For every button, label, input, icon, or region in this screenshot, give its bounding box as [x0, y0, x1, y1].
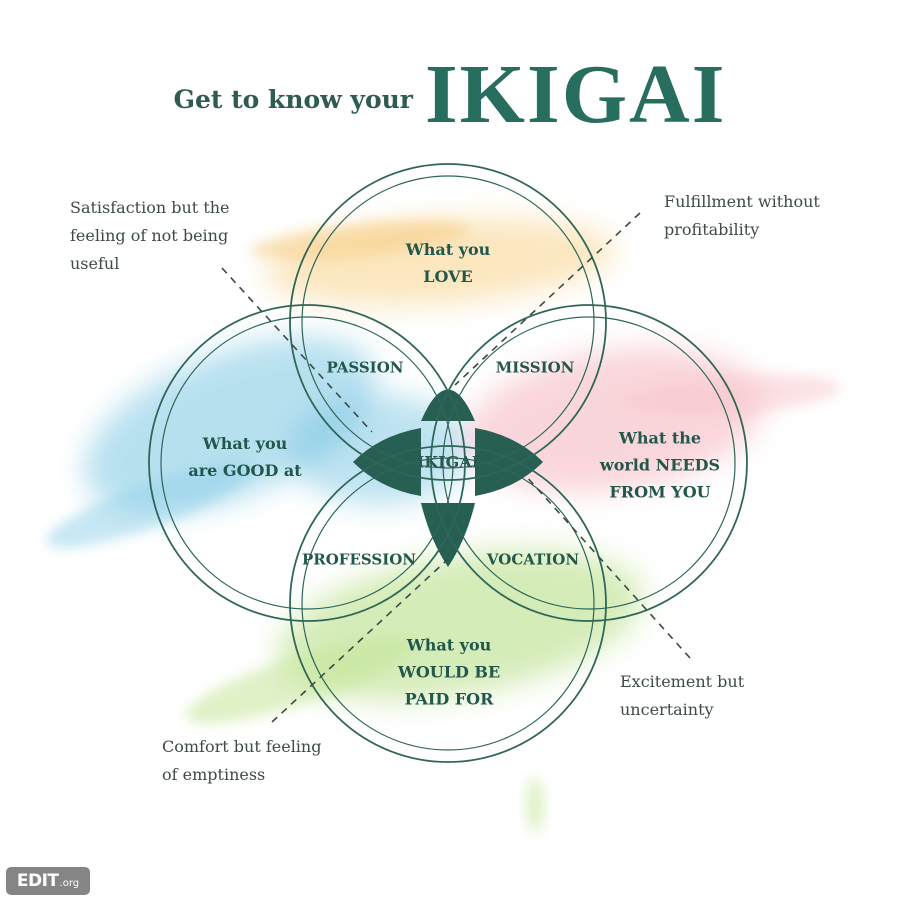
pointer-bottom-left [271, 559, 448, 723]
pointer-lines [221, 212, 691, 723]
paid-wash-streak [185, 636, 415, 724]
venn-circles [148, 163, 748, 763]
circle-paid [289, 445, 607, 763]
petal-left [353, 428, 421, 496]
edit-org-logo[interactable]: EDIT.org [6, 867, 90, 895]
title-main: IKIGAI [424, 48, 727, 141]
page-title: Get to know your IKIGAI [0, 50, 900, 140]
ikigai-center-label: IKIGAI [416, 452, 480, 472]
pointer-bottom-right [524, 474, 691, 659]
circle-love-inner [301, 175, 595, 469]
circle-good-inner [160, 316, 454, 610]
note-top-right: Fulfillment without profitability [664, 192, 820, 239]
petal-top [421, 389, 475, 421]
mission-label: MISSION [495, 358, 575, 377]
logo-text: EDIT [16, 871, 59, 891]
profession-label: PROFESSION [301, 550, 417, 569]
good-wash-streak [46, 462, 254, 548]
circle-needs [430, 304, 748, 622]
passion-label: PASSION [326, 358, 404, 377]
note-top-left: Satisfaction but the feeling of not bein… [70, 198, 230, 273]
petal-right [475, 428, 543, 496]
note-bottom-right: Excitement but uncertainty [620, 672, 745, 719]
circle-love [289, 163, 607, 481]
circle-paid-label: What you WOULD BE PAID FOR [397, 635, 501, 709]
needs-wash-streak [620, 373, 840, 417]
logo-suffix: .org [59, 877, 80, 889]
circle-needs-inner [442, 316, 736, 610]
paid-wash-drip [525, 777, 545, 833]
vocation-label: VOCATION [486, 550, 580, 569]
note-bottom-left: Comfort but feeling of emptiness [162, 737, 322, 784]
circle-needs-label: What the world NEEDS FROM YOU [599, 428, 721, 502]
watercolor-washes [46, 218, 840, 833]
circle-paid-inner [301, 457, 595, 751]
love-wash-streak [250, 220, 470, 260]
pointer-top-right [454, 212, 641, 386]
title-prefix: Get to know your [173, 84, 413, 114]
pointer-top-left [221, 267, 373, 433]
good-wash [83, 336, 377, 514]
circle-good [148, 304, 466, 622]
circle-love-label: What you LOVE [405, 240, 491, 286]
circle-good-label: What you are GOOD at [188, 434, 302, 480]
